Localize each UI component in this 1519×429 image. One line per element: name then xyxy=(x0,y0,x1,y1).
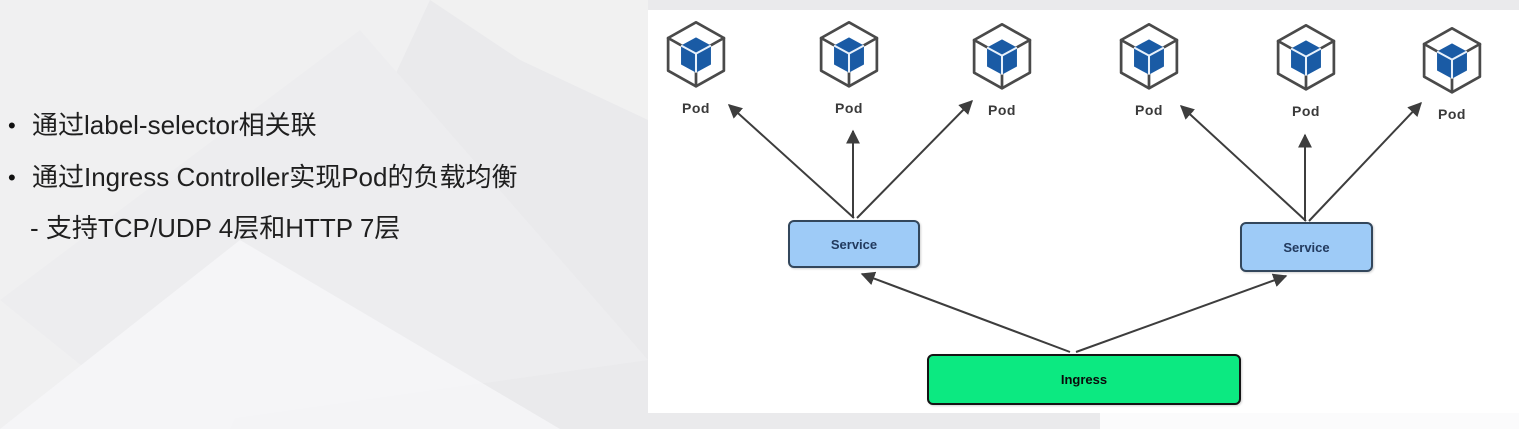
service-node-left: Service xyxy=(788,220,920,268)
pod-label: Pod xyxy=(988,102,1016,118)
pod-label: Pod xyxy=(1135,102,1163,118)
ingress-label: Ingress xyxy=(1060,372,1108,387)
pod-node-2: Pod xyxy=(809,18,889,116)
bullet-marker: • xyxy=(8,165,16,190)
service-label: Service xyxy=(1283,239,1330,255)
pod-node-5: Pod xyxy=(1266,21,1346,119)
bullet-text: 通过Ingress Controller实现Pod的负载均衡 xyxy=(32,162,518,192)
pod-label: Pod xyxy=(682,100,710,116)
service-label: Service xyxy=(830,236,878,252)
bullet-item-ingress-controller: • 通过Ingress Controller实现Pod的负载均衡 xyxy=(8,161,517,194)
pod-node-6: Pod xyxy=(1412,24,1492,122)
pod-cube-icon xyxy=(1115,20,1183,94)
pod-cube-icon xyxy=(1272,21,1340,95)
pod-node-1: Pod xyxy=(656,18,736,116)
panel-bottom-fade xyxy=(1100,413,1519,429)
pod-cube-icon xyxy=(1418,24,1486,98)
pod-cube-icon xyxy=(662,18,730,92)
diagram-panel xyxy=(648,10,1519,413)
pod-node-3: Pod xyxy=(962,20,1042,118)
service-node-right: Service xyxy=(1240,222,1373,272)
ingress-node: Ingress xyxy=(927,354,1241,405)
bullet-text: 通过label-selector相关联 xyxy=(32,110,317,140)
pod-cube-icon xyxy=(815,18,883,92)
pod-node-4: Pod xyxy=(1109,20,1189,118)
pod-label: Pod xyxy=(1438,106,1466,122)
bullet-item-label-selector: • 通过label-selector相关联 xyxy=(8,109,317,142)
pod-label: Pod xyxy=(1292,103,1320,119)
bullet-marker: • xyxy=(8,113,16,138)
bullet-text: - 支持TCP/UDP 4层和HTTP 7层 xyxy=(30,213,401,243)
pod-label: Pod xyxy=(835,100,863,116)
pod-cube-icon xyxy=(968,20,1036,94)
bullet-item-tcp-udp-http: - 支持TCP/UDP 4层和HTTP 7层 xyxy=(30,212,400,245)
